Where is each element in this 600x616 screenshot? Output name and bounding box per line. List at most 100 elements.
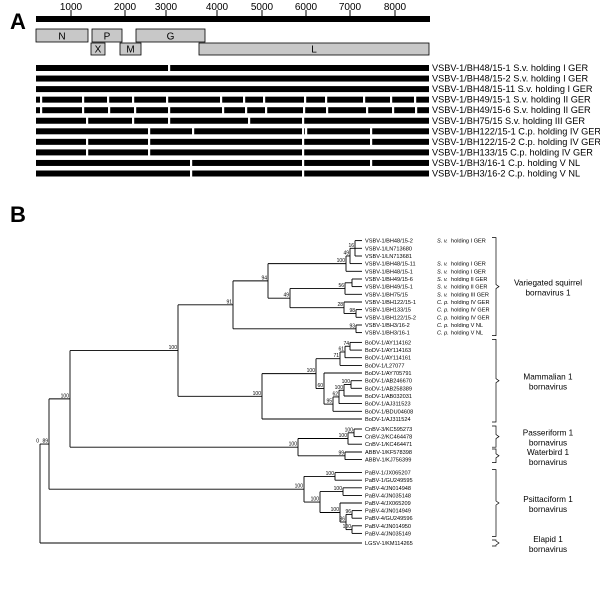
bootstrap-value: 100 (326, 471, 335, 477)
bootstrap-value: 100 (331, 507, 340, 513)
sequence-gap (302, 127, 305, 135)
sequence-label: VSBV-1/BH48/15-2 S.v. holding I GER (432, 74, 588, 84)
gene-box-n (35, 28, 89, 43)
sequence-label: VSBV-1/BH48/15-1 S.v. holding I GER (432, 63, 588, 73)
sequence-gap (305, 127, 308, 135)
tree-leaf-holding: holding II GER (451, 285, 487, 291)
clade-label: Elapid 1 (533, 535, 563, 544)
gene-label-g: G (167, 32, 175, 43)
bootstrap-value: 49 (343, 250, 349, 256)
clade-label: Variegated squirrel (514, 279, 582, 288)
bootstrap-value: 100 (289, 442, 298, 448)
ruler-tick-label: 7000 (339, 2, 362, 13)
sequence-gap (132, 96, 135, 104)
bootstrap-value: 71 (333, 353, 339, 359)
bootstrap-value: 74 (343, 341, 349, 347)
sequence-gap (326, 106, 329, 114)
sequence-gap (220, 96, 223, 104)
sequence-gap (86, 148, 89, 156)
bootstrap-value: 100 (342, 379, 351, 385)
sequence-gap (265, 106, 268, 114)
tree-leaf-holding: holding II GER (451, 277, 487, 283)
bootstrap-value: 100 (335, 385, 344, 391)
clade-bracket (492, 469, 500, 537)
tree-leaf-label: CnBV-3/KC595273 (365, 427, 412, 433)
clade-bracket (492, 237, 500, 336)
bootstrap-value: 100 (334, 486, 343, 492)
clade-label: bornavirus (529, 383, 567, 392)
gene-box-l (198, 42, 430, 56)
bootstrap-value: 100 (311, 497, 320, 503)
sequence-bar (36, 65, 429, 71)
tree-leaf-host-species: C. p. (437, 331, 449, 337)
bootstrap-value: 98 (349, 308, 355, 314)
sequence-label: VSBV-1/BH48/15-11 S.v. holding I GER (432, 84, 593, 94)
sequence-gap (370, 127, 373, 135)
bootstrap-value: 94 (261, 275, 267, 281)
tree-leaf-label: VSBV-1/BH75/15 (365, 292, 408, 298)
tree-leaf-holding: holding I GER (451, 269, 486, 275)
clade-label: Mammalian 1 (523, 373, 573, 382)
tree-leaf-label: PaBV-4/JN014950 (365, 524, 411, 530)
tree-leaf-label: PaBV-4/JN035148 (365, 493, 411, 499)
sequence-bar (36, 86, 429, 93)
tree-leaf-label: BoDV-1/AY114161 (365, 356, 411, 362)
tree-leaf-label: BoDV-1/AY114162 (365, 340, 411, 346)
sequence-label: VSBV-1/BH75/15 S.v. holding III GER (432, 116, 585, 126)
sequence-gap (302, 159, 305, 167)
tree-leaf-label: BoDV-1/AJ311523 (365, 402, 411, 408)
sequence-label: VSBV-1/BH122/15-2 C.p. holding IV GER (432, 137, 600, 147)
bootstrap-value: 96 (345, 509, 351, 515)
bootstrap-value: 99 (338, 450, 344, 456)
tree-leaf-host-species: S. v. (437, 239, 448, 245)
bootstrap-value: 49 (283, 293, 289, 299)
tree-leaf-label: CnBV-1/KC464471 (365, 442, 412, 448)
sequence-gap (302, 117, 305, 125)
tree-leaf-label: VSBV-1/BH122/15-1 (365, 300, 416, 306)
sequence-bar (36, 170, 429, 177)
bootstrap-value: 100 (337, 258, 346, 264)
tree-leaf-label: ABBV-1/KF578398 (365, 450, 412, 456)
sequence-bar (36, 96, 429, 103)
tree-leaf-label: PaBV-4/JX065209 (365, 501, 411, 507)
sequence-gap (248, 117, 251, 125)
sequence-gap (107, 96, 110, 104)
tree-leaf-label: PaBV-1/JX065207 (365, 471, 411, 477)
tree-leaf-label: ABBV-1/KJ756399 (365, 458, 411, 464)
sequence-gap (325, 96, 328, 104)
clade-label: bornavirus (529, 458, 567, 467)
sequence-label: VSBV-1/BH49/15-1 S.v. holding II GER (432, 95, 591, 105)
sequence-gap (148, 127, 151, 135)
sequence-gap (40, 96, 43, 104)
bootstrap-value: 16 (348, 243, 354, 249)
tree-leaf-host-species: C. p. (437, 308, 449, 314)
tree-leaf-holding: holding IV GER (451, 315, 490, 321)
tree-leaf-label: VSBV-1/BH48/15-2 (365, 239, 413, 245)
sequence-label: VSBV-1/BH3/16-1 C.p. holding V NL (432, 158, 580, 168)
tree-leaf-label: BoDV-1/AB032031 (365, 394, 412, 400)
gene-label-l: L (311, 45, 317, 56)
sequence-gap (134, 106, 137, 114)
bootstrap-value: 100 (61, 393, 70, 399)
sequence-gap (190, 170, 193, 177)
tree-leaf-label: PaBV-4/JN014949 (365, 509, 411, 515)
clade-brackets (492, 237, 500, 547)
sequence-gap (168, 64, 171, 72)
sequence-gap (132, 117, 135, 125)
tree-leaf-label: BoDV-1/BDU04608 (365, 409, 413, 415)
gene-box-g (135, 28, 206, 43)
sequence-gap (414, 96, 417, 104)
gene-box-p (91, 28, 123, 43)
sequence-gap (415, 106, 418, 114)
tree-leaf-label: VSBV-1/BH122/15-2 (365, 315, 416, 321)
tree-leaf-label: BoDV-1/AB246670 (365, 379, 412, 385)
sequence-gap (390, 96, 393, 104)
tree-leaf-label: VSBV-1/BH3/16-2 (365, 323, 410, 329)
clade-label: bornavirus (529, 545, 567, 554)
bootstrap-value: 0 (36, 439, 39, 445)
sequence-gap (86, 117, 89, 125)
sequence-gap (303, 106, 306, 114)
